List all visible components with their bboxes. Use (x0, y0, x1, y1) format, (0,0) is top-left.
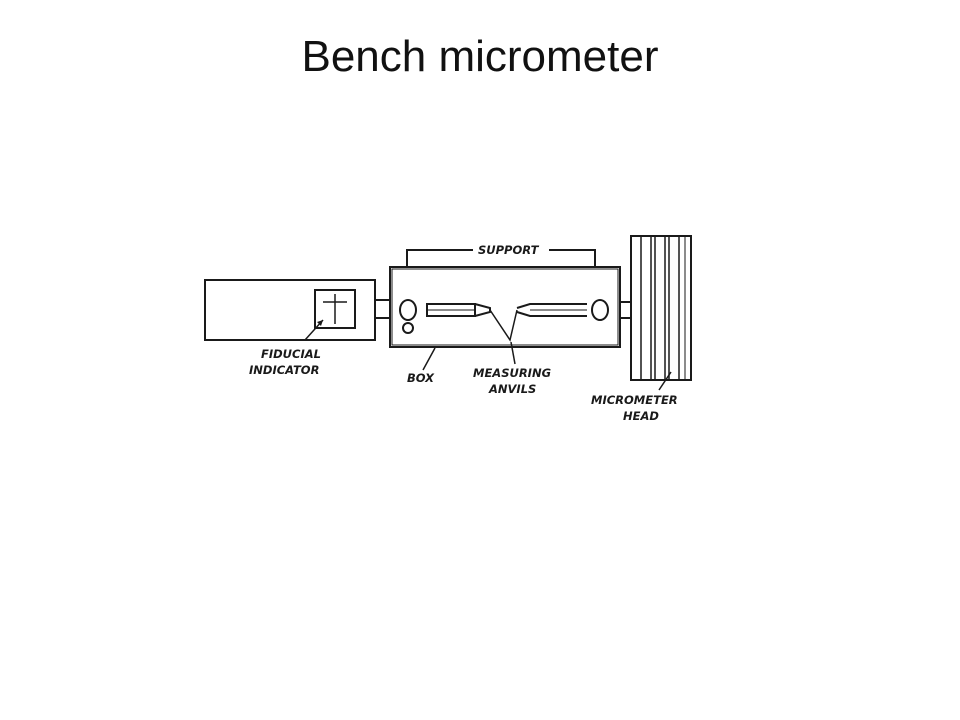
right-bearing (591, 299, 609, 321)
support-bracket (406, 249, 596, 266)
label-anvils-line2: ANVILS (488, 382, 536, 396)
label-head-line2: HEAD (623, 409, 659, 423)
right-spindle (516, 303, 587, 317)
label-anvils-line1: MEASURING (473, 366, 551, 380)
label-fiducial-line1: FIDUCIAL (261, 347, 321, 361)
fiducial-indicator-housing (204, 279, 376, 341)
box (389, 266, 621, 348)
indicator-window (314, 289, 356, 329)
slide-title: Bench micrometer (301, 32, 659, 81)
measuring-anvils (489, 309, 518, 342)
bench-micrometer-diagram: SUPPORT FIDUCIAL INDICATOR BOX MEASURING… (204, 235, 692, 423)
label-head-line1: MICROMETER (591, 393, 678, 407)
micrometer-head (630, 235, 692, 381)
label-box: BOX (407, 371, 435, 385)
label-support: SUPPORT (478, 243, 540, 257)
label-fiducial-line2: INDICATOR (249, 363, 319, 377)
left-bearing (399, 299, 417, 321)
